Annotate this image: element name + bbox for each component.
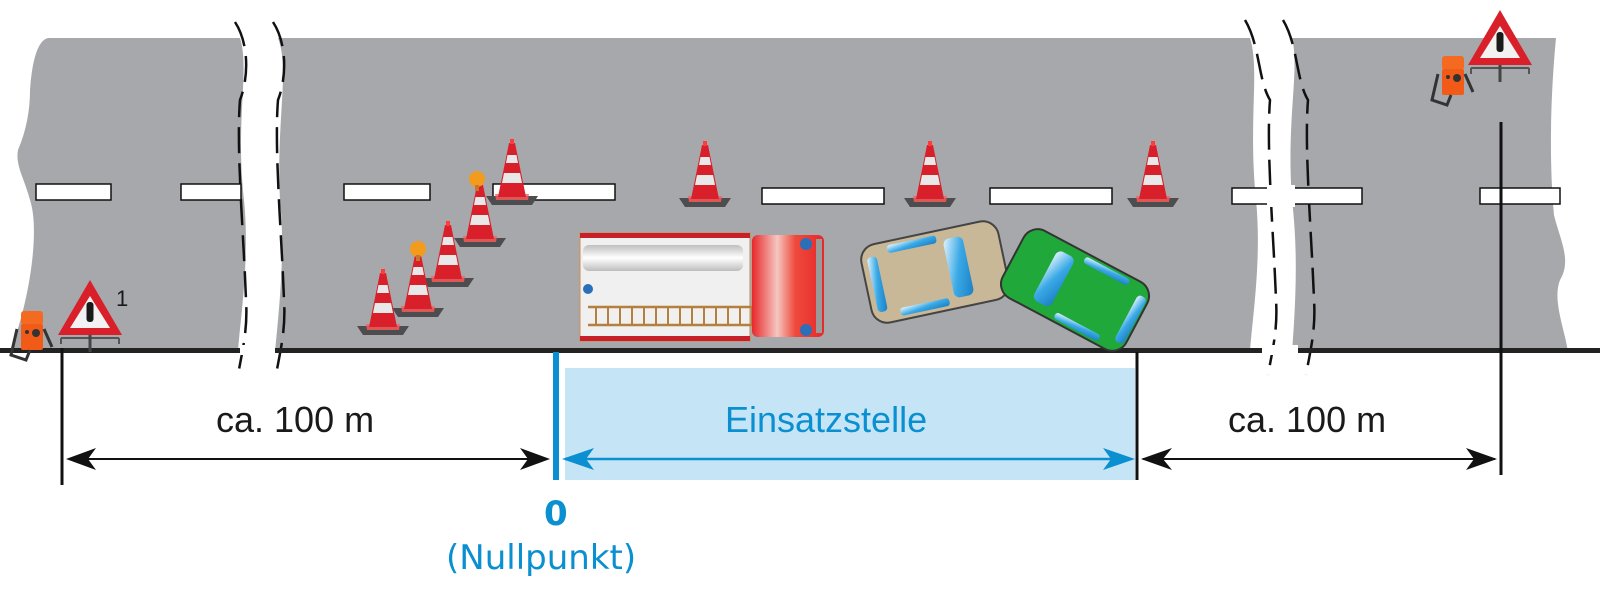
blue-light-icon (583, 284, 593, 294)
dimension-arrow-site (562, 448, 1135, 470)
car-beige (860, 220, 1010, 324)
lane-dash (343, 183, 431, 201)
break-line (271, 21, 286, 376)
blue-light-icon (800, 238, 812, 250)
warning-number-label: 1 (116, 286, 129, 311)
right-distance-label: ca. 100 m (1228, 399, 1387, 440)
break-line (1281, 19, 1316, 376)
site-label: Einsatzstelle (725, 399, 928, 440)
fire-truck (579, 232, 824, 342)
car-green (999, 228, 1151, 352)
blue-light-icon (800, 324, 812, 336)
zero-point-caption: (Nullpunkt) (446, 538, 637, 578)
lane-dash (761, 187, 885, 205)
lane-dash (35, 183, 112, 201)
road-edge (0, 348, 1600, 353)
dimension-arrow-right (1141, 448, 1497, 470)
zero-point-label: 0 (544, 494, 568, 534)
left-distance-label: ca. 100 m (216, 399, 375, 440)
dimension-arrow-left (66, 448, 550, 470)
road-segment-right (1290, 38, 1568, 352)
road-segment-left (10, 38, 246, 352)
lane-dash (1479, 187, 1561, 205)
site-area (565, 368, 1135, 480)
lane-dash (989, 187, 1113, 205)
lane-dash (1231, 187, 1363, 205)
break-line (1243, 19, 1278, 376)
lane-dash (180, 183, 242, 201)
